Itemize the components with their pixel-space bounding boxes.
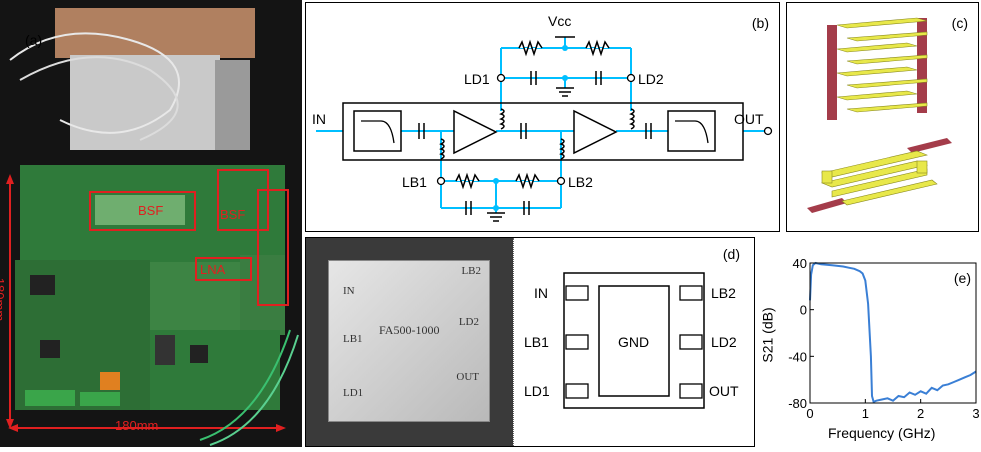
y-axis-label: S21 (dB) xyxy=(759,307,776,363)
chip-body: IN LB2 FA500-1000 LD2 LB1 OUT LD1 xyxy=(328,260,490,422)
divider xyxy=(513,238,514,446)
panel-d: IN LB2 FA500-1000 LD2 LB1 OUT LD1 GND IN… xyxy=(305,237,755,447)
panel-b: (b) Vcc IN OUT LD1 LD2 LB1 LB2 xyxy=(305,2,780,232)
x-tick-label: 3 xyxy=(972,406,979,421)
pin-lb1: LB1 xyxy=(524,334,549,350)
chip-photo: IN LB2 FA500-1000 LD2 LB1 OUT LD1 xyxy=(306,238,513,446)
s21-chart: 0 1 2 3 40 0 -40 -80 xyxy=(788,256,979,421)
pin-lb2: LB2 xyxy=(711,285,736,301)
x-tick-label: 2 xyxy=(917,406,924,421)
height-dimension: 180mm xyxy=(0,277,8,322)
panel-b-label: (b) xyxy=(751,15,769,31)
x-tick-label: 0 xyxy=(806,406,813,421)
lb1-label: LB1 xyxy=(402,174,427,190)
pin-gnd: GND xyxy=(618,334,650,350)
panel-c: (c) xyxy=(786,2,979,232)
plot-frame xyxy=(809,262,977,404)
chip-ld2: LD2 xyxy=(458,316,479,328)
lb2-label: LB2 xyxy=(568,174,593,190)
s21-series-line xyxy=(809,261,977,404)
bsf-label-2: BSF xyxy=(220,207,246,222)
chip-in: IN xyxy=(343,285,355,297)
panel-a-label: (a) xyxy=(25,32,43,48)
filter-structures xyxy=(807,17,952,213)
lna-label: LNA xyxy=(200,262,226,277)
y-tick-label: -80 xyxy=(788,396,807,411)
chip-lb2: LB2 xyxy=(461,265,481,277)
x-tick-label: 1 xyxy=(862,406,869,421)
vcc-label: Vcc xyxy=(548,13,572,29)
chip-out: OUT xyxy=(456,371,479,383)
panel-e-label: (e) xyxy=(953,270,971,286)
bsf-label-1: BSF xyxy=(138,203,164,218)
panel-e: 0 1 2 3 40 0 -40 -80 (e) Frequency (GHz) S21 (d… xyxy=(758,237,981,447)
x-axis-label: Frequency (GHz) xyxy=(828,425,936,441)
pin-ld2: LD2 xyxy=(711,334,737,350)
panel-a: (a) BSF BSF LNA 180mm 180mm xyxy=(0,0,302,447)
panel-d-label: (d) xyxy=(722,246,740,262)
pin-ld1: LD1 xyxy=(524,383,550,399)
pin-in: IN xyxy=(534,285,548,301)
schematic xyxy=(316,36,773,222)
y-tick-label: -40 xyxy=(788,349,807,364)
ld2-label: LD2 xyxy=(638,71,664,87)
board-photo xyxy=(0,0,302,447)
y-tick-label: 40 xyxy=(793,256,807,271)
chip-model: FA500-1000 xyxy=(379,323,440,337)
chip-lb1: LB1 xyxy=(343,333,363,345)
out-label: OUT xyxy=(734,111,764,127)
ld1-label: LD1 xyxy=(464,71,490,87)
y-tick-label: 0 xyxy=(800,303,807,318)
pinout-diagram xyxy=(563,272,705,409)
chip-ld1: LD1 xyxy=(343,387,364,399)
pin-out: OUT xyxy=(709,383,739,399)
in-label: IN xyxy=(312,111,326,127)
panel-c-label: (c) xyxy=(951,15,968,31)
width-dimension: 180mm xyxy=(115,418,159,433)
